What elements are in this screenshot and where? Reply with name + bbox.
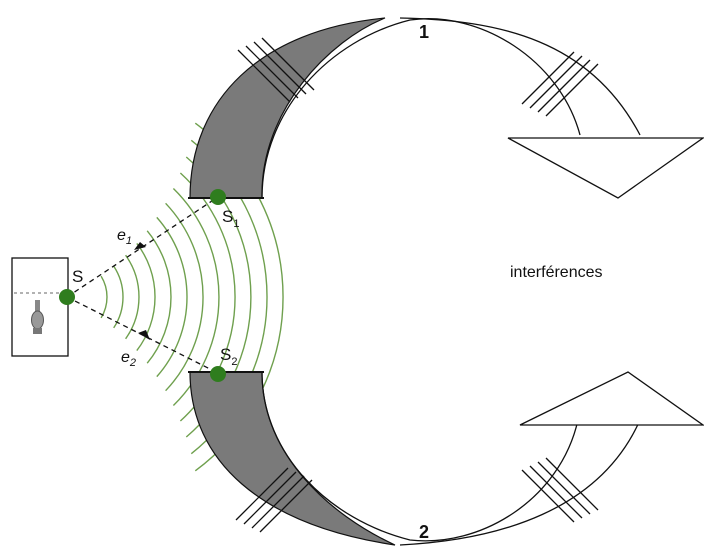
path1-label: e1 bbox=[117, 227, 132, 247]
slit2-label: S2 bbox=[220, 345, 237, 368]
arm1-label: 1 bbox=[419, 22, 429, 42]
arm2-arrowhead bbox=[519, 371, 704, 426]
wavefront-arc bbox=[113, 265, 124, 329]
slit1-dot bbox=[210, 189, 226, 205]
interference-label: interférences bbox=[510, 264, 603, 281]
lamp-box bbox=[11, 257, 69, 357]
ray1-arrow bbox=[134, 242, 146, 250]
arm1-outer-arc bbox=[261, 18, 581, 199]
arm2-outer-arc bbox=[261, 371, 579, 542]
wavefront-arc bbox=[125, 254, 140, 340]
wavefront-arc bbox=[146, 230, 172, 364]
slit2-dot bbox=[210, 366, 226, 382]
source-label: S bbox=[72, 267, 83, 286]
arm2-inner-arc bbox=[399, 419, 641, 546]
upper-barrier bbox=[189, 17, 386, 199]
slit1-label: S1 bbox=[222, 207, 239, 230]
wavefront-arc bbox=[136, 242, 156, 352]
hatch-marks bbox=[235, 37, 599, 533]
wavefront-arc bbox=[100, 275, 108, 319]
arm1-arrowhead bbox=[507, 137, 704, 199]
arm1-inner-arc bbox=[399, 17, 641, 136]
lower-barrier bbox=[189, 371, 396, 546]
path2-label: e2 bbox=[121, 349, 136, 369]
source-dot bbox=[59, 289, 75, 305]
wavefront-arc bbox=[165, 202, 204, 392]
wavefront-arc bbox=[156, 216, 188, 378]
arm2-label: 2 bbox=[419, 522, 429, 542]
lamp-bulb-icon bbox=[31, 300, 44, 334]
ray2-arrow bbox=[138, 330, 150, 340]
